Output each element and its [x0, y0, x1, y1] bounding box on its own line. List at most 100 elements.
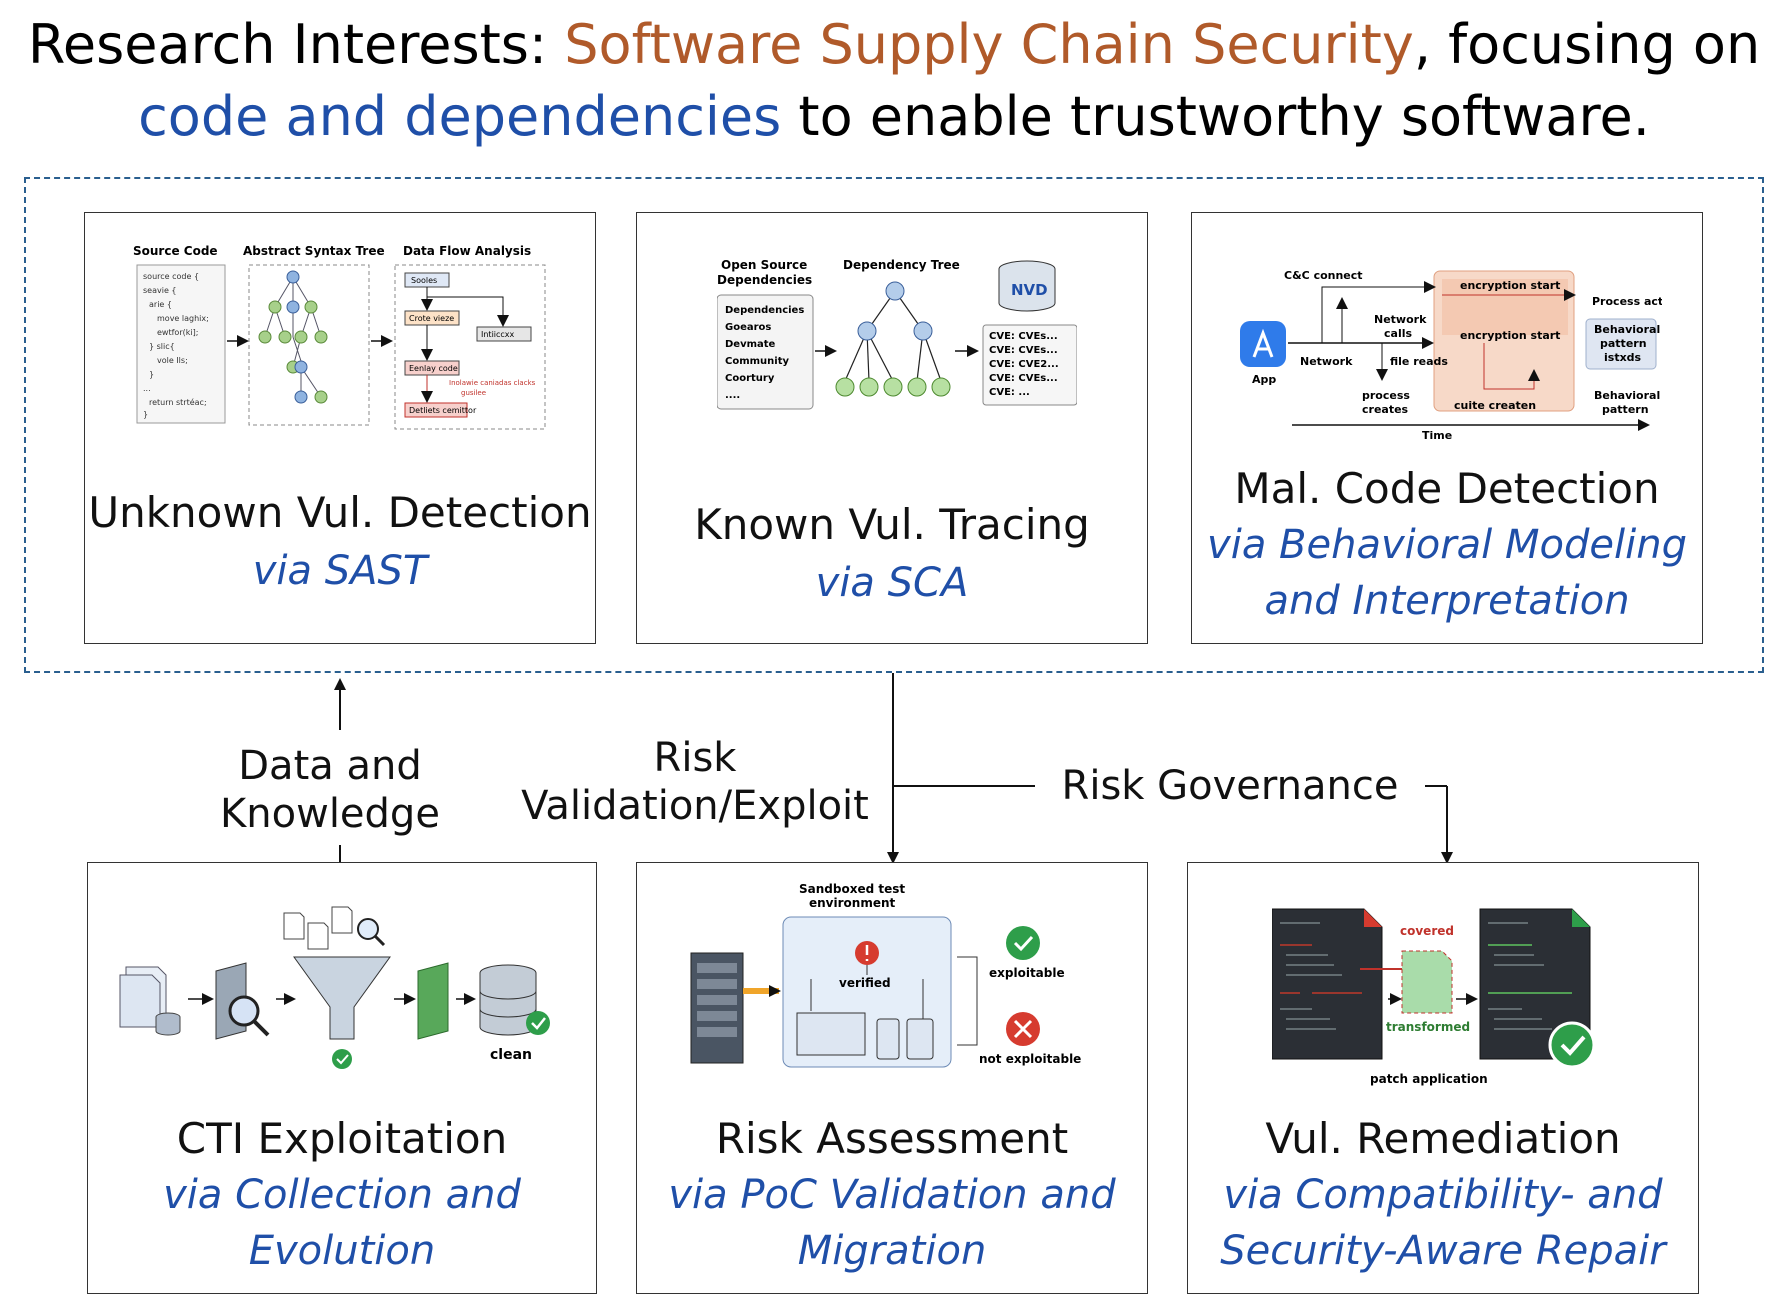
card-risk-assessment: Sandboxed test environment verified expl… — [636, 862, 1148, 1294]
card-vul-remediation: covered transformed patch application Vu… — [1187, 862, 1699, 1294]
flow-label-data-line2: Knowledge — [220, 791, 440, 837]
title-suffix: , focusing on — [1413, 13, 1761, 76]
fig-label: Network — [1300, 355, 1353, 368]
code-line: return strtéac; — [149, 397, 207, 407]
card-title: CTI Exploitation — [176, 1114, 508, 1163]
card-method: via SCA — [815, 560, 969, 606]
dfa-node: Detliets cemittor — [409, 406, 477, 415]
sca-pipeline-figure: Open Source Dependencies Dependency Tree… — [717, 258, 1077, 410]
card-title: Mal. Code Detection — [1234, 464, 1660, 513]
behavior-model-figure: App C&C connect encryption start Process… — [1240, 269, 1662, 439]
fig-label: Behavioral — [1594, 323, 1660, 336]
flow-label-risk-governance: Risk Governance — [1061, 763, 1399, 809]
card-method-line1: via Compatibility- and — [1223, 1172, 1663, 1218]
card-cti-exploitation: clean CTI Exploitation via Collection an… — [87, 862, 597, 1294]
transformed-label: transformed — [1386, 1020, 1470, 1034]
fig-label: process — [1362, 389, 1410, 402]
card-method-line2: Migration — [797, 1228, 987, 1274]
card-method-line2: Security-Aware Repair — [1220, 1228, 1666, 1274]
fig-label: pattern — [1600, 337, 1647, 350]
patch-label: patch application — [1370, 1072, 1488, 1086]
card-method-line2: Evolution — [248, 1228, 436, 1274]
dfa-node: Crote vieze — [409, 314, 454, 323]
nvd-label: NVD — [1011, 281, 1048, 299]
fig-label: encryption start — [1460, 279, 1560, 292]
title-suffix-2: to enable trustworthy software. — [781, 85, 1650, 148]
dep-item: Community — [725, 356, 789, 367]
dfa-annotation: gusilee — [461, 389, 486, 397]
dfa-node: Sooles — [411, 276, 437, 285]
patch-repair-figure: covered transformed patch application — [1272, 908, 1596, 1086]
card-mal-code-detection: App C&C connect encryption start Process… — [1191, 212, 1703, 644]
fig-label: istxds — [1604, 351, 1642, 364]
card-title: Risk Assessment — [715, 1114, 1069, 1163]
fig-label-ast: Abstract Syntax Tree — [243, 244, 385, 258]
fig-label: Open Source — [721, 258, 807, 272]
card-unknown-vul-detection: Source Code Abstract Syntax Tree Data Fl… — [84, 212, 596, 644]
fig-label: pattern — [1602, 403, 1649, 416]
verified-label: verified — [839, 976, 891, 990]
code-line: } — [143, 410, 148, 419]
card-method-line1: via PoC Validation and — [668, 1172, 1116, 1218]
poc-validation-figure: Sandboxed test environment verified expl… — [690, 882, 1081, 1068]
title-highlight-topic: Software Supply Chain Security — [564, 13, 1414, 76]
dfa-annotation: Inolawie caniadas clacks — [449, 379, 536, 387]
code-line: ewtfor(ki]; — [157, 328, 198, 337]
dep-item: Dependencies — [725, 305, 804, 316]
time-axis-label: Time — [1422, 429, 1452, 439]
cve-item: CVE: CVEs... — [989, 331, 1058, 342]
code-line: ... — [143, 384, 151, 393]
card-known-vul-tracing: Open Source Dependencies Dependency Tree… — [636, 212, 1148, 644]
fig-label: Sandboxed test — [799, 882, 905, 896]
sast-pipeline-figure: Source Code Abstract Syntax Tree Data Fl… — [133, 244, 546, 430]
cti-pipeline-figure: clean — [119, 906, 550, 1069]
fig-label: environment — [809, 896, 896, 910]
cve-item: CVE: CVEs... — [989, 345, 1058, 356]
page-title-line-2: code and dependencies to enable trustwor… — [0, 82, 1788, 152]
fig-label: Dependency Tree — [843, 258, 960, 272]
code-line: vole Ils; — [157, 356, 188, 365]
fig-label: Network — [1374, 313, 1427, 326]
fig-label-source-code: Source Code — [133, 244, 218, 258]
fig-label: Dependencies — [717, 273, 812, 287]
dep-item: Goearos — [725, 322, 771, 333]
fig-label: encryption start — [1460, 329, 1560, 342]
flow-label-risk-line2: Validation/Exploit — [521, 783, 869, 829]
exploitable-label: exploitable — [989, 966, 1065, 980]
flow-label-risk-line1: Risk — [653, 735, 737, 781]
dep-item: .... — [725, 390, 740, 401]
card-method-line1: via Behavioral Modeling — [1207, 522, 1687, 568]
covered-label: covered — [1400, 924, 1454, 938]
card-title: Unknown Vul. Detection — [88, 488, 592, 537]
flow-label-data-knowledge: Data and Knowledge — [200, 742, 460, 838]
card-title: Vul. Remediation — [1265, 1114, 1621, 1163]
clean-label: clean — [490, 1047, 532, 1063]
dep-item: Devmate — [725, 339, 776, 350]
dfa-node: Intiiccxx — [481, 330, 515, 339]
fig-label: cuite createn — [1454, 399, 1536, 412]
dep-item: Coortury — [725, 373, 775, 384]
code-line: arie { — [149, 300, 172, 309]
fig-label: C&C connect — [1284, 269, 1363, 282]
card-method-line1: via Collection and — [163, 1172, 521, 1218]
card-title: Known Vul. Tracing — [694, 500, 1090, 549]
card-method-line2: and Interpretation — [1264, 578, 1630, 624]
code-line: source code { — [143, 272, 199, 281]
fig-label: Behavioral — [1594, 389, 1660, 402]
fig-label: calls — [1384, 327, 1412, 340]
flow-label-risk-validation: Risk Validation/Exploit — [520, 734, 870, 830]
fig-label: file reads — [1390, 355, 1448, 368]
fig-label-dfa: Data Flow Analysis — [403, 244, 531, 258]
cve-item: CVE: CVE2... — [989, 359, 1059, 370]
card-method: via SAST — [252, 548, 428, 594]
detection-group-frame — [24, 177, 1764, 673]
code-line: seavie { — [143, 286, 177, 295]
code-line: move laghix; — [157, 314, 209, 323]
fig-label: creates — [1362, 403, 1409, 416]
code-line: } slic{ — [149, 342, 175, 351]
not-exploitable-label: not exploitable — [979, 1052, 1081, 1066]
title-prefix: Research Interests: — [27, 13, 565, 76]
cve-item: CVE: CVEs... — [989, 373, 1058, 384]
dfa-node: Eenlay code — [409, 364, 458, 373]
